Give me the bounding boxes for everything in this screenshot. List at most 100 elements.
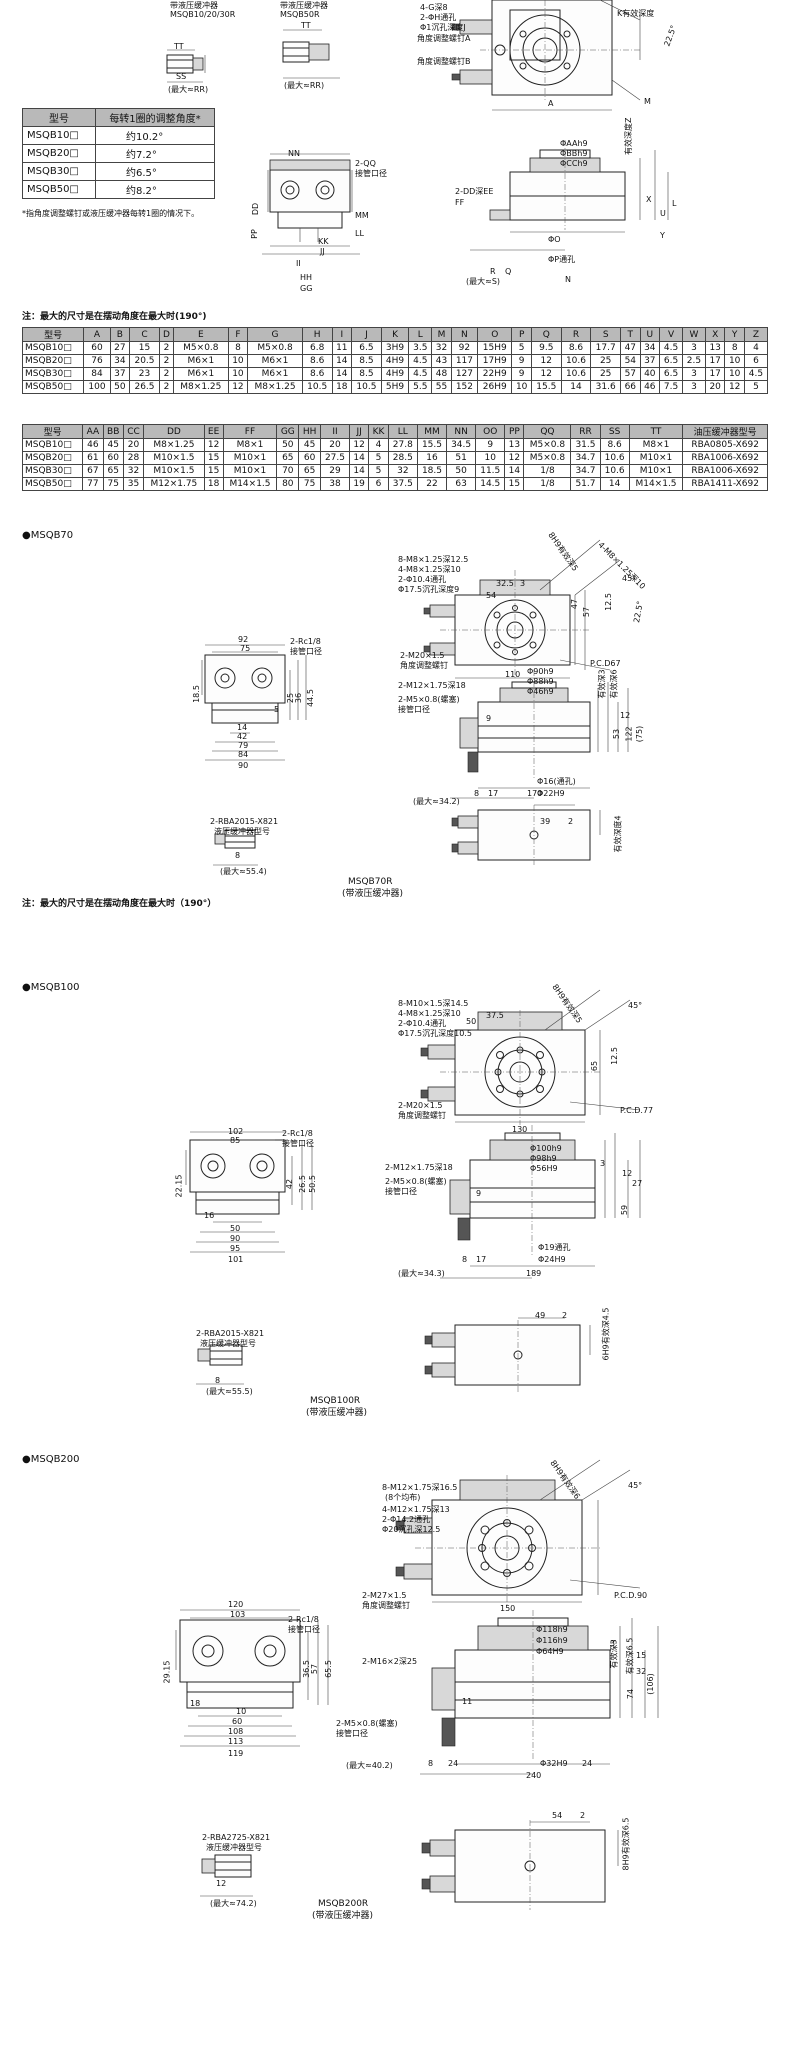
table-cell: 10.5 — [351, 380, 382, 394]
mid-drawings — [262, 140, 669, 255]
dim-value: 37.5 — [486, 1011, 504, 1020]
rc-label: 2-Rc1/8 — [290, 637, 321, 646]
table-cell: 4.5 — [408, 367, 433, 381]
y-label: Y — [660, 231, 665, 240]
table-cell: M10×1 — [628, 464, 684, 478]
table-header: OO — [475, 424, 506, 439]
table-cell: 20.5 — [129, 354, 160, 368]
table-header: X — [704, 327, 726, 342]
hole-spec: 2-Φ10.4通孔 — [398, 1019, 447, 1028]
table-cell: 75 — [298, 477, 321, 491]
m20-label: 2-M20×1.5 — [400, 651, 445, 660]
table-header: NN — [446, 424, 477, 439]
k-depth-label: K有效深度 — [617, 9, 655, 18]
pipe-label: 接管口径 — [290, 647, 322, 656]
table-cell: 9.5 — [530, 341, 562, 355]
table-header: V — [659, 327, 683, 342]
hole-spec: Φ20沉孔深12.5 — [382, 1525, 441, 1534]
dia-label: Φ24H9 — [538, 1255, 566, 1264]
rba-label: 液压缓冲器型号 — [200, 1339, 256, 1348]
table-cell: 27.8 — [387, 438, 418, 452]
table-header: C — [129, 327, 160, 342]
dim-value: 44.5 — [305, 689, 315, 707]
rc-label: 2-Rc1/8 — [288, 1615, 319, 1624]
valid-depth: 有效深3 — [597, 669, 607, 699]
dim-value: 50 — [230, 1224, 241, 1233]
table-cell: 15 — [203, 451, 224, 465]
table-cell: 117 — [450, 354, 479, 368]
dim-value: 12 — [620, 711, 631, 720]
hole-spec: 2-Φ14.2通孔 — [382, 1515, 431, 1524]
table-header: KK — [368, 424, 389, 439]
table-cell: 84 — [83, 367, 111, 381]
max-label: (最大≈34.3) — [398, 1269, 445, 1278]
table-cell: 31.5 — [570, 438, 601, 452]
table-cell: 66 — [620, 380, 641, 394]
table-header: T — [620, 327, 641, 342]
table-cell: 10 — [475, 451, 506, 465]
i-hole-label: Φ1沉孔深度J — [420, 23, 466, 32]
table-cell: 18.5 — [416, 464, 448, 478]
table-cell: 3 — [681, 380, 706, 394]
hole-spec: Φ17.5沉孔深度10.5 — [398, 1029, 472, 1038]
table-cell: 8.5 — [351, 354, 382, 368]
table-cell: 8.6 — [599, 438, 630, 452]
dim-value: 65 — [590, 1060, 600, 1072]
table-cell: 8.6 — [301, 354, 333, 368]
table-cell: 17 — [704, 367, 726, 381]
table-header: SS — [599, 424, 630, 439]
top-mid-label: 带液压缓冲器 MSQB50R — [280, 2, 328, 19]
table-cell: 约10.2° — [95, 126, 215, 145]
table-cell: 65 — [298, 464, 321, 478]
u-label: U — [660, 209, 666, 218]
table-cell: 13 — [504, 438, 525, 452]
dia-label: Φ46h9 — [527, 687, 554, 696]
adjust-angle-table: 型号 每转1圈的调整角度* MSQB10□约10.2° MSQB20□约7.2°… — [22, 108, 215, 199]
valid-depth: 有效深度4 — [613, 815, 623, 853]
table-cell: 5.5 — [408, 380, 433, 394]
table-header: O — [477, 327, 513, 342]
dim-value: 9 — [486, 714, 492, 723]
table-cell: 60 — [102, 451, 124, 465]
dim-value: 22.15 — [174, 1174, 184, 1198]
table-header: PP — [504, 424, 525, 439]
l-label: L — [672, 199, 677, 208]
table-header: J — [351, 327, 382, 342]
dim-value: 29.15 — [162, 1660, 172, 1684]
table-cell: 34.7 — [570, 451, 601, 465]
table-cell: MSQB10□ — [21, 438, 84, 452]
table-cell: 16 — [416, 451, 448, 465]
table-cell: 34 — [109, 354, 131, 368]
table-header: R — [560, 327, 592, 342]
table-cell: 8 — [227, 341, 249, 355]
model-label: MSQB100R — [310, 1396, 361, 1406]
table-cell: M10×1 — [628, 451, 684, 465]
table-cell: 50 — [276, 438, 300, 452]
table-cell: 152 — [450, 380, 479, 394]
table-cell: MSQB20□ — [21, 354, 85, 368]
table-cell: 2.5 — [681, 354, 706, 368]
dim-value: 18 — [190, 1699, 201, 1708]
hole-spec: 4-M8×1.25深10 — [398, 565, 461, 574]
table-cell: 46 — [639, 380, 661, 394]
table-header: Y — [724, 327, 745, 342]
table-cell: 51 — [446, 451, 477, 465]
dim-value: 12.5 — [603, 593, 613, 611]
pipe-label: 接管口径 — [336, 1729, 368, 1738]
msqb70-drawings — [201, 539, 629, 866]
hole-spec: 8-M12×1.75深16.5 — [382, 1483, 458, 1492]
dim-value: 90 — [238, 761, 249, 770]
dim-value: 85 — [230, 1136, 241, 1145]
dia-label: Φ116h9 — [536, 1636, 568, 1645]
rc-label: 2-Rc1/8 — [282, 1129, 313, 1138]
table-row: MSQB10□约10.2° — [22, 126, 215, 145]
table-cell: M6×1 — [173, 367, 229, 381]
table-header: 每转1圈的调整角度* — [95, 108, 215, 127]
table-header: 油压缓冲器型号 — [682, 424, 768, 439]
hole-spec: 2-Φ10.4通孔 — [398, 575, 447, 584]
table-cell: M6×1 — [247, 354, 303, 368]
table-cell: 14 — [349, 451, 370, 465]
dim-value: 27 — [632, 1179, 643, 1188]
